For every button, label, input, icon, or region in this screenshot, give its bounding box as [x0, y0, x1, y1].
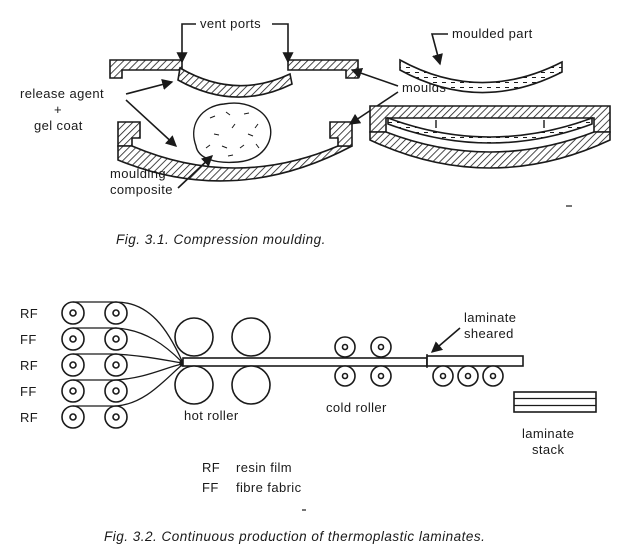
feed-label-4: FF: [20, 384, 37, 399]
feed-rolls: [61, 301, 128, 429]
vent-port-arrow-left: [176, 23, 196, 64]
feed-label-5: RF: [20, 410, 38, 425]
moulded-part-arrow: [430, 33, 448, 66]
label-vent-ports: vent ports: [200, 16, 261, 31]
label-plus: +: [54, 102, 62, 117]
support-rollers: [432, 365, 504, 387]
fig-3-1-caption: Fig. 3.1. Compression moulding.: [116, 232, 326, 247]
label-laminate-sheared-1: laminate: [464, 310, 516, 325]
laminate-stack: [513, 391, 597, 413]
release-arrow-down: [125, 99, 178, 147]
laminate-strip: [182, 354, 524, 368]
vent-port-arrow-right: [272, 23, 294, 64]
legend-desc-2: fibre fabric: [236, 480, 302, 495]
upper-mould: [109, 59, 359, 98]
composite-charge: [193, 102, 272, 164]
lower-mould: [117, 121, 353, 182]
label-hot-roller: hot roller: [184, 408, 239, 423]
label-laminate-stack-1: laminate: [522, 426, 574, 441]
feed-label-3: RF: [20, 358, 38, 373]
legend-abbr-2: FF: [202, 480, 219, 495]
label-moulding: moulding: [110, 166, 166, 181]
fig-3-1: vent ports release agent + gel coat moul…: [20, 16, 611, 207]
moulds-arrow-upper: [350, 67, 399, 87]
cold-rollers: [334, 336, 392, 387]
legend-desc-1: resin film: [236, 460, 292, 475]
label-moulded-part: moulded part: [452, 26, 533, 41]
composite-arrow: [177, 155, 214, 189]
legend: RF resin film FF fibre fabric: [202, 460, 302, 495]
hot-rollers: [174, 317, 271, 405]
feed-label-2: FF: [20, 332, 37, 347]
release-arrow-up: [125, 79, 174, 95]
label-gel-coat: gel coat: [34, 118, 83, 133]
fig-3-2-caption: Fig. 3.2. Continuous production of therm…: [104, 529, 485, 544]
moulded-part: [399, 58, 563, 94]
closed-mould: [369, 105, 611, 169]
label-release-agent: release agent: [20, 86, 104, 101]
label-laminate-stack-2: stack: [532, 442, 564, 457]
sheared-arrow: [430, 327, 461, 353]
legend-abbr-1: RF: [202, 460, 220, 475]
fig-3-2: RF FF RF FF RF: [20, 301, 597, 511]
label-composite: composite: [110, 182, 173, 197]
label-cold-roller: cold roller: [326, 400, 387, 415]
label-laminate-sheared-2: sheared: [464, 326, 514, 341]
feed-films: [73, 301, 183, 407]
feed-label-1: RF: [20, 306, 38, 321]
